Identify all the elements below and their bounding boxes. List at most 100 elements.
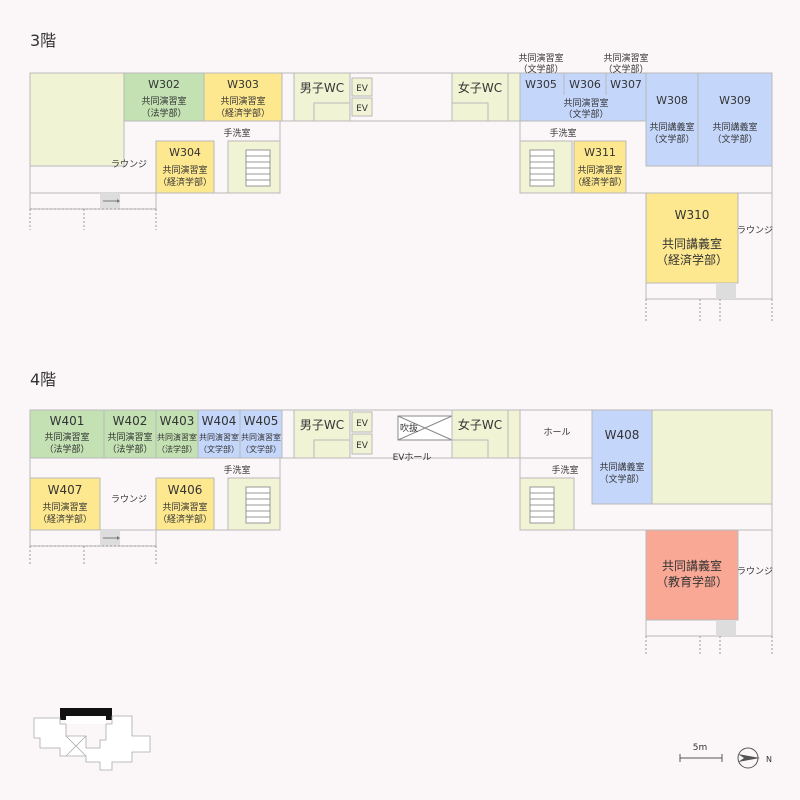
room-w401[interactable] <box>29 409 105 459</box>
w407-code: W407 <box>48 483 83 497</box>
top-label-2-name: 共同演習室 <box>603 52 648 64</box>
mens-wc-4[interactable] <box>293 409 351 459</box>
ev-3a[interactable] <box>351 77 373 97</box>
ev-4a[interactable] <box>351 411 373 433</box>
w403-code: W403 <box>160 414 195 428</box>
w311-code: W311 <box>584 146 616 159</box>
w408-dept: （文学部） <box>599 473 644 485</box>
washroom-3-left: 手洗室 <box>223 127 250 139</box>
mens-wc-3-booth <box>313 102 351 122</box>
womens-wc-3[interactable] <box>451 72 509 122</box>
w310-name: 共同講義室 <box>662 236 722 251</box>
w403-name: 共同演習室 <box>157 432 197 442</box>
top-label-1-dept: （文学部） <box>518 63 563 75</box>
lounge-4-left: ラウンジ <box>111 494 147 505</box>
mens-wc-3-label: 男子WC <box>300 81 344 95</box>
room-w310[interactable] <box>645 192 739 284</box>
floor3-lounge-left-area <box>29 192 157 210</box>
edu-dept: （教育学部） <box>656 574 728 589</box>
room-w308[interactable] <box>645 72 699 167</box>
room-w408[interactable] <box>591 409 653 505</box>
floor4-lounge-left-area <box>29 529 157 547</box>
room-w406[interactable] <box>155 477 215 531</box>
lounge-3-left: ラウンジ <box>111 159 147 170</box>
w308-name: 共同講義室 <box>649 121 694 133</box>
w309-dept: （文学部） <box>712 133 757 145</box>
w306-code: W306 <box>569 78 601 91</box>
w302-dept: （法学部） <box>141 107 186 119</box>
ev-4a-label: EV <box>356 419 369 429</box>
w402-code: W402 <box>113 414 148 428</box>
w311-name: 共同演習室 <box>577 164 622 176</box>
w309-code: W309 <box>719 94 751 107</box>
top-label-1-name: 共同演習室 <box>518 52 563 64</box>
room-education[interactable] <box>645 529 739 621</box>
womens-wc-3-label: 女子WC <box>458 80 502 95</box>
ev-4b[interactable] <box>351 433 373 455</box>
ev-3b[interactable] <box>351 97 373 117</box>
washroom-3-right: 手洗室 <box>549 127 576 139</box>
w406-code: W406 <box>168 483 203 497</box>
womens-wc-3-booth <box>451 102 489 122</box>
room-w404[interactable] <box>197 409 241 459</box>
scale-label: 5m <box>693 743 708 753</box>
womens-wc-4-label: 女子WC <box>458 417 502 432</box>
w305-307-name: 共同演習室 <box>563 97 608 109</box>
w403-dept: （法学部） <box>157 444 197 454</box>
w308-code: W308 <box>656 94 688 107</box>
w406-name: 共同演習室 <box>162 501 207 513</box>
room-w302[interactable] <box>123 72 205 122</box>
w305-307-dept: （文学部） <box>563 108 608 120</box>
w305-code: W305 <box>525 78 557 91</box>
ev-hall-4: EVホール <box>393 452 432 463</box>
room-w311[interactable] <box>573 140 627 194</box>
womens-wc-3-side <box>507 72 521 122</box>
w406-dept: （経済学部） <box>158 513 212 525</box>
womens-wc-4-side <box>507 409 521 459</box>
w307-code: W307 <box>610 78 642 91</box>
room-w407[interactable] <box>29 477 101 531</box>
w401-name: 共同演習室 <box>44 431 89 443</box>
mens-wc-4-label: 男子WC <box>300 418 344 432</box>
lounge-3-right: ラウンジ <box>737 225 773 236</box>
w405-dept: （文学部） <box>241 444 281 454</box>
w302-name: 共同演習室 <box>141 95 186 107</box>
floor3-title: 3階 <box>30 31 56 50</box>
w303-name: 共同演習室 <box>220 95 265 107</box>
w303-code: W303 <box>227 78 259 91</box>
exit-3-right <box>716 283 736 299</box>
w311-dept: （経済学部） <box>573 176 627 188</box>
room-w405[interactable] <box>239 409 283 459</box>
w402-name: 共同演習室 <box>107 431 152 443</box>
floor4-title: 4階 <box>30 370 56 389</box>
w308-dept: （文学部） <box>649 133 694 145</box>
washroom-4-right: 手洗室 <box>551 464 578 476</box>
w309-name: 共同講義室 <box>712 121 757 133</box>
ev-4b-label: EV <box>356 441 369 451</box>
w408-code: W408 <box>605 428 640 442</box>
floor4-right-block <box>651 409 773 505</box>
hall-4: ホール <box>543 427 570 438</box>
w407-dept: （経済学部） <box>38 513 92 525</box>
womens-wc-4-booth <box>451 439 489 459</box>
w303-dept: （経済学部） <box>216 107 270 119</box>
key-map-icon <box>33 708 151 771</box>
ev-3b-label: EV <box>356 104 369 114</box>
washroom-4-left: 手洗室 <box>223 464 250 476</box>
room-w309[interactable] <box>697 72 773 167</box>
room-w403[interactable] <box>155 409 199 459</box>
compass-icon: N <box>737 747 772 769</box>
top-label-2-dept: （文学部） <box>603 63 648 75</box>
w404-code: W404 <box>202 414 237 428</box>
mens-wc-3[interactable] <box>293 72 351 122</box>
w401-dept: （法学部） <box>44 443 89 455</box>
w402-dept: （法学部） <box>107 443 152 455</box>
room-w303[interactable] <box>203 72 283 122</box>
w310-code: W310 <box>675 208 710 222</box>
lounge-4-right: ラウンジ <box>737 566 773 577</box>
compass-label: N <box>766 755 772 764</box>
room-w402[interactable] <box>103 409 157 459</box>
room-w304[interactable] <box>155 140 215 194</box>
w408-name: 共同講義室 <box>599 461 644 473</box>
